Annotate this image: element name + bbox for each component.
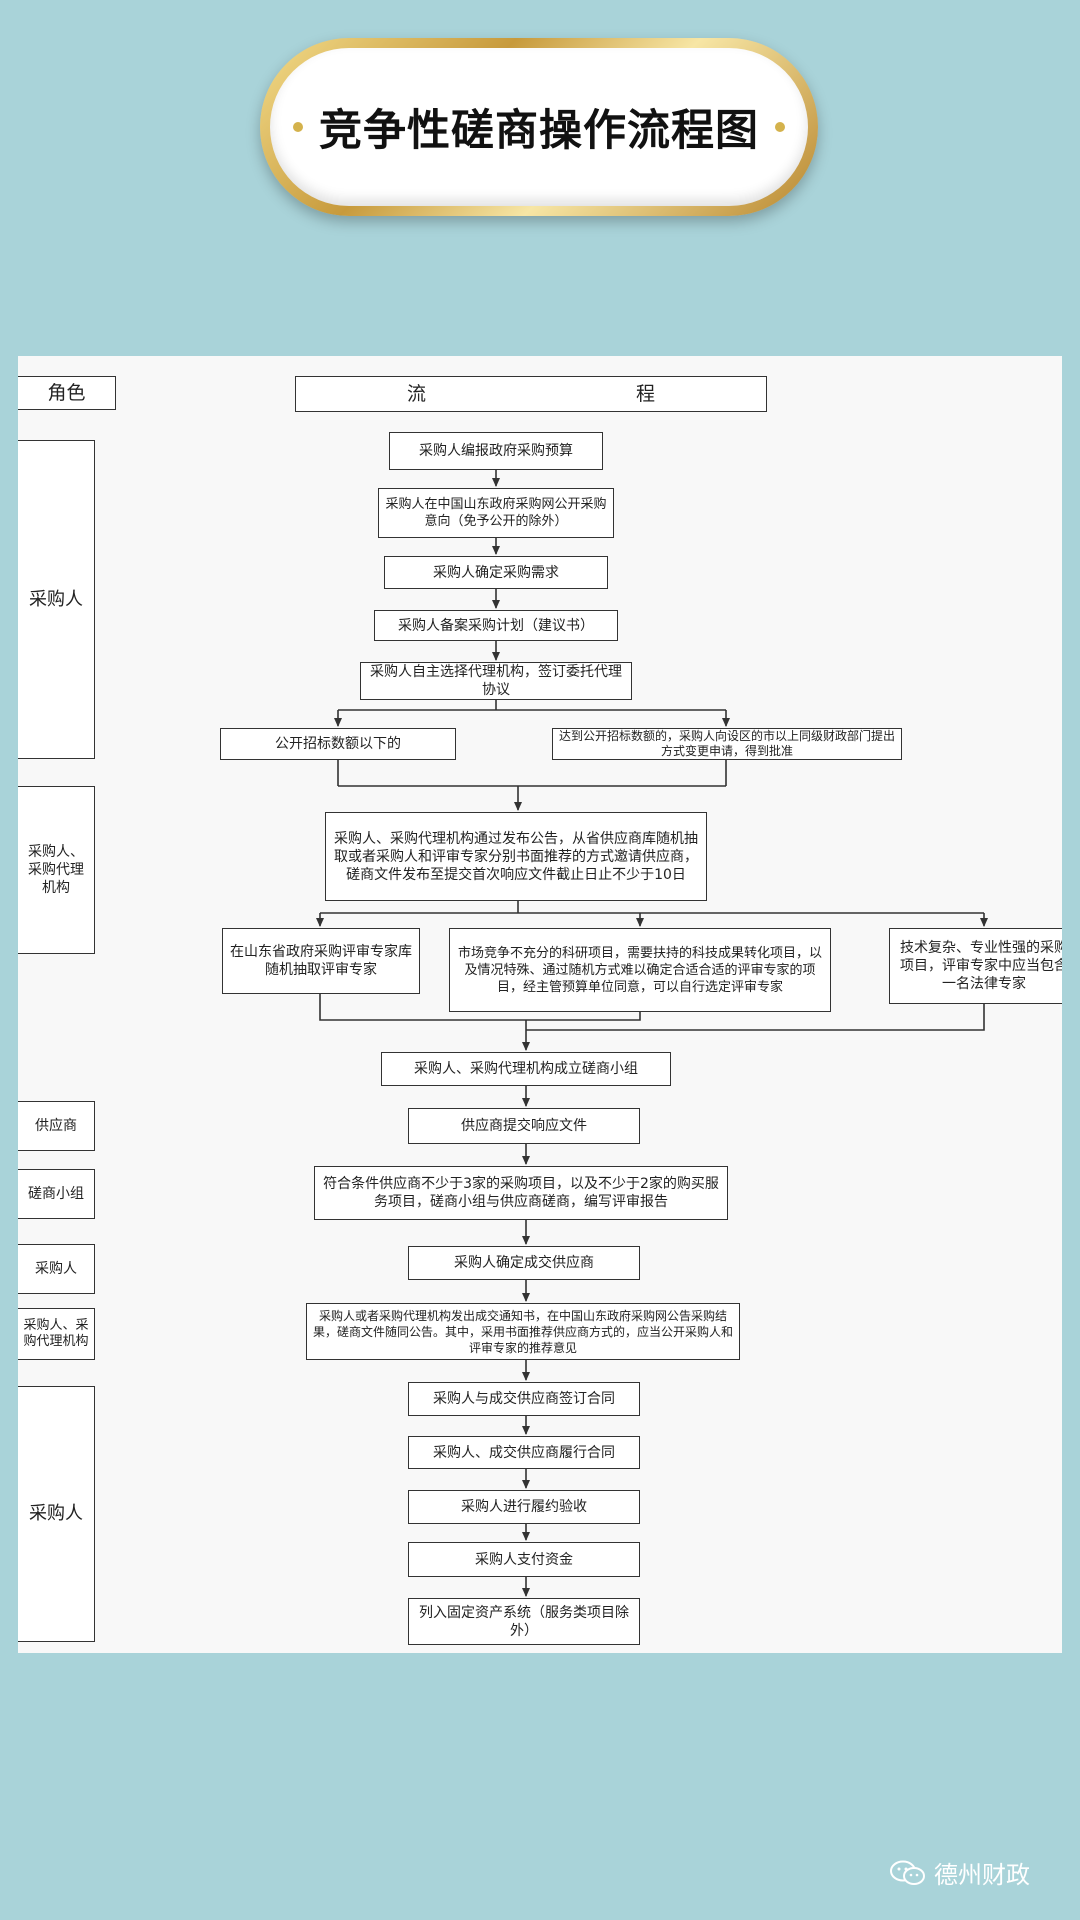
step-announce-result: 采购人或者采购代理机构发出成交通知书，在中国山东政府采购网公告采购结果，磋商文件…: [306, 1303, 740, 1360]
step-expert-legal: 技术复杂、专业性强的采购项目，评审专家中应当包含一名法律专家: [889, 928, 1062, 1004]
flowchart-panel: 角色 流 程 采购人 采购人、 采购代理 机构 供应商 磋商小组 采购人 采购人…: [18, 356, 1062, 1653]
step-submit-response: 供应商提交响应文件: [408, 1108, 640, 1144]
title-banner: 竞争性磋商操作流程图: [260, 38, 818, 216]
title-dot-right: [775, 122, 785, 132]
step-payment: 采购人支付资金: [408, 1542, 640, 1577]
role-header: 角色: [18, 376, 116, 410]
step-plan: 采购人备案采购计划（建议书）: [374, 610, 618, 641]
step-agency: 采购人自主选择代理机构，签订委托代理协议: [360, 662, 632, 700]
process-header-char-1: 流: [406, 383, 426, 405]
role-supplier: 供应商: [18, 1101, 95, 1151]
wechat-icon: [890, 1860, 926, 1886]
step-budget: 采购人编报政府采购预算: [389, 432, 603, 470]
page-title: 竞争性磋商操作流程图: [319, 106, 759, 156]
step-notice: 采购人、采购代理机构通过发布公告，从省供应商库随机抽取或者采购人和评审专家分别书…: [325, 812, 707, 901]
step-demand: 采购人确定采购需求: [384, 556, 608, 589]
title-dot-left: [293, 122, 303, 132]
step-perform-contract: 采购人、成交供应商履行合同: [408, 1436, 640, 1469]
step-decide-supplier: 采购人确定成交供应商: [408, 1246, 640, 1280]
step-acceptance: 采购人进行履约验收: [408, 1490, 640, 1524]
role-purchaser-agency-1: 采购人、 采购代理 机构: [18, 786, 95, 954]
watermark-text: 德州财政: [934, 1861, 1030, 1889]
step-negotiate: 符合条件供应商不少于3家的采购项目，以及不少于2家的购买服务项目，磋商小组与供应…: [314, 1166, 728, 1220]
connector-lines: [316, 470, 988, 1597]
role-purchaser-3: 采购人: [18, 1386, 95, 1642]
process-header-char-2: 程: [635, 383, 655, 405]
step-expert-random: 在山东省政府采购评审专家库随机抽取评审专家: [222, 928, 420, 994]
step-negotiation-team: 采购人、采购代理机构成立磋商小组: [381, 1052, 671, 1086]
step-fixed-assets: 列入固定资产系统（服务类项目除外）: [408, 1598, 640, 1645]
step-purchase-intent: 采购人在中国山东政府采购网公开采购意向（免予公开的除外）: [378, 488, 614, 538]
step-above-threshold: 达到公开招标数额的，采购人向设区的市以上同级财政部门提出方式变更申请，得到批准: [552, 728, 902, 760]
watermark: 德州财政: [890, 1855, 1030, 1890]
step-below-threshold: 公开招标数额以下的: [220, 728, 456, 760]
role-purchaser-agency-2: 采购人、采 购代理机构: [18, 1308, 95, 1360]
process-header: 流 程: [295, 376, 767, 412]
step-expert-self-select: 市场竞争不充分的科研项目，需要扶持的科技成果转化项目，以及情况特殊、通过随机方式…: [449, 928, 831, 1012]
step-sign-contract: 采购人与成交供应商签订合同: [408, 1382, 640, 1416]
role-purchaser-2: 采购人: [18, 1244, 95, 1294]
role-negotiation-team: 磋商小组: [18, 1169, 95, 1219]
role-purchaser-1: 采购人: [18, 440, 95, 759]
title-banner-inner: 竞争性磋商操作流程图: [270, 48, 808, 206]
